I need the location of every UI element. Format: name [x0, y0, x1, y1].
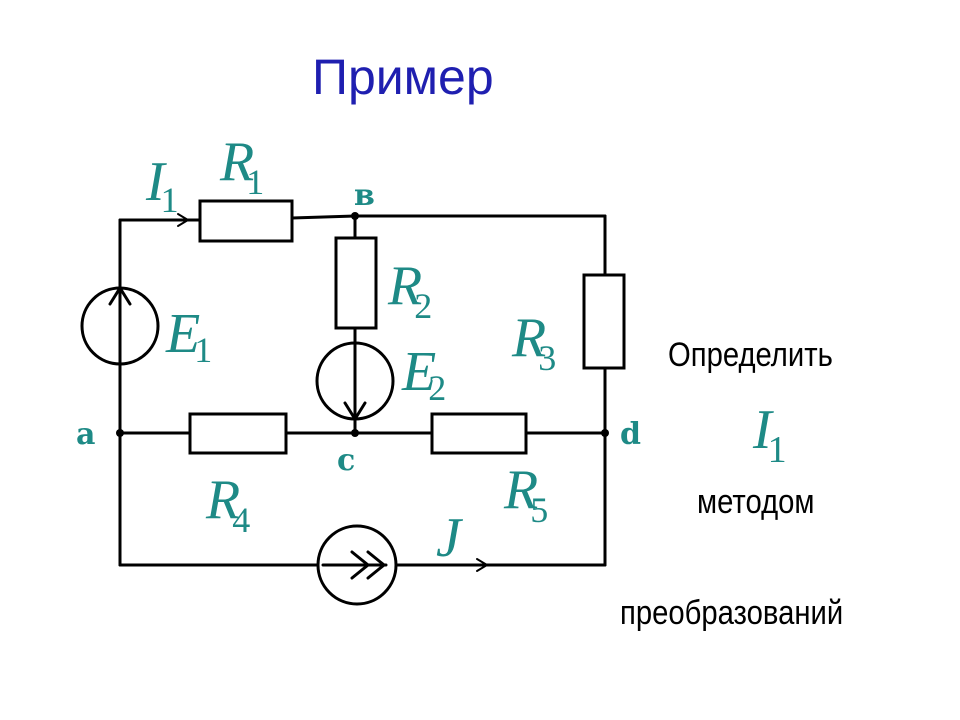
node-dot-d — [601, 429, 609, 437]
label-e1: E1 — [165, 303, 212, 370]
resistor-r3 — [582, 273, 626, 370]
label-r3: R3 — [511, 307, 556, 378]
e2-arrow-icon — [343, 341, 367, 422]
wire-top — [118, 214, 607, 222]
node-label-c: c — [337, 443, 355, 478]
node-dot-b — [351, 212, 359, 220]
j-double-arrow-icon — [321, 550, 388, 580]
label-r2: R2 — [387, 255, 432, 326]
label-i1: I1 — [145, 151, 179, 220]
j-arrow-icon — [476, 558, 489, 572]
label-r5: R5 — [503, 459, 548, 530]
e1-arrow-icon — [108, 285, 132, 366]
task-symbol-i1: I1 — [753, 399, 787, 471]
task-line-3: преобразований — [620, 594, 844, 632]
node-label-b: в — [354, 178, 375, 213]
node-label-a: a — [76, 417, 95, 452]
i1-arrow-icon — [177, 213, 190, 227]
page-title: Пример — [312, 49, 494, 105]
node-dot-a — [116, 429, 124, 437]
label-j: J — [436, 507, 464, 569]
task-line-1: Определить — [668, 336, 833, 374]
label-e2: E2 — [401, 341, 446, 408]
node-dot-c — [351, 429, 359, 437]
node-label-d: d — [620, 417, 641, 452]
resistor-r4 — [188, 412, 288, 455]
resistor-r2 — [334, 236, 378, 330]
resistor-r5 — [430, 412, 528, 455]
label-r4: R4 — [205, 469, 250, 540]
label-r1: R1 — [219, 131, 264, 202]
resistor-r1 — [198, 199, 294, 243]
task-line-2: методом — [697, 483, 815, 521]
current-source-j — [316, 524, 398, 606]
